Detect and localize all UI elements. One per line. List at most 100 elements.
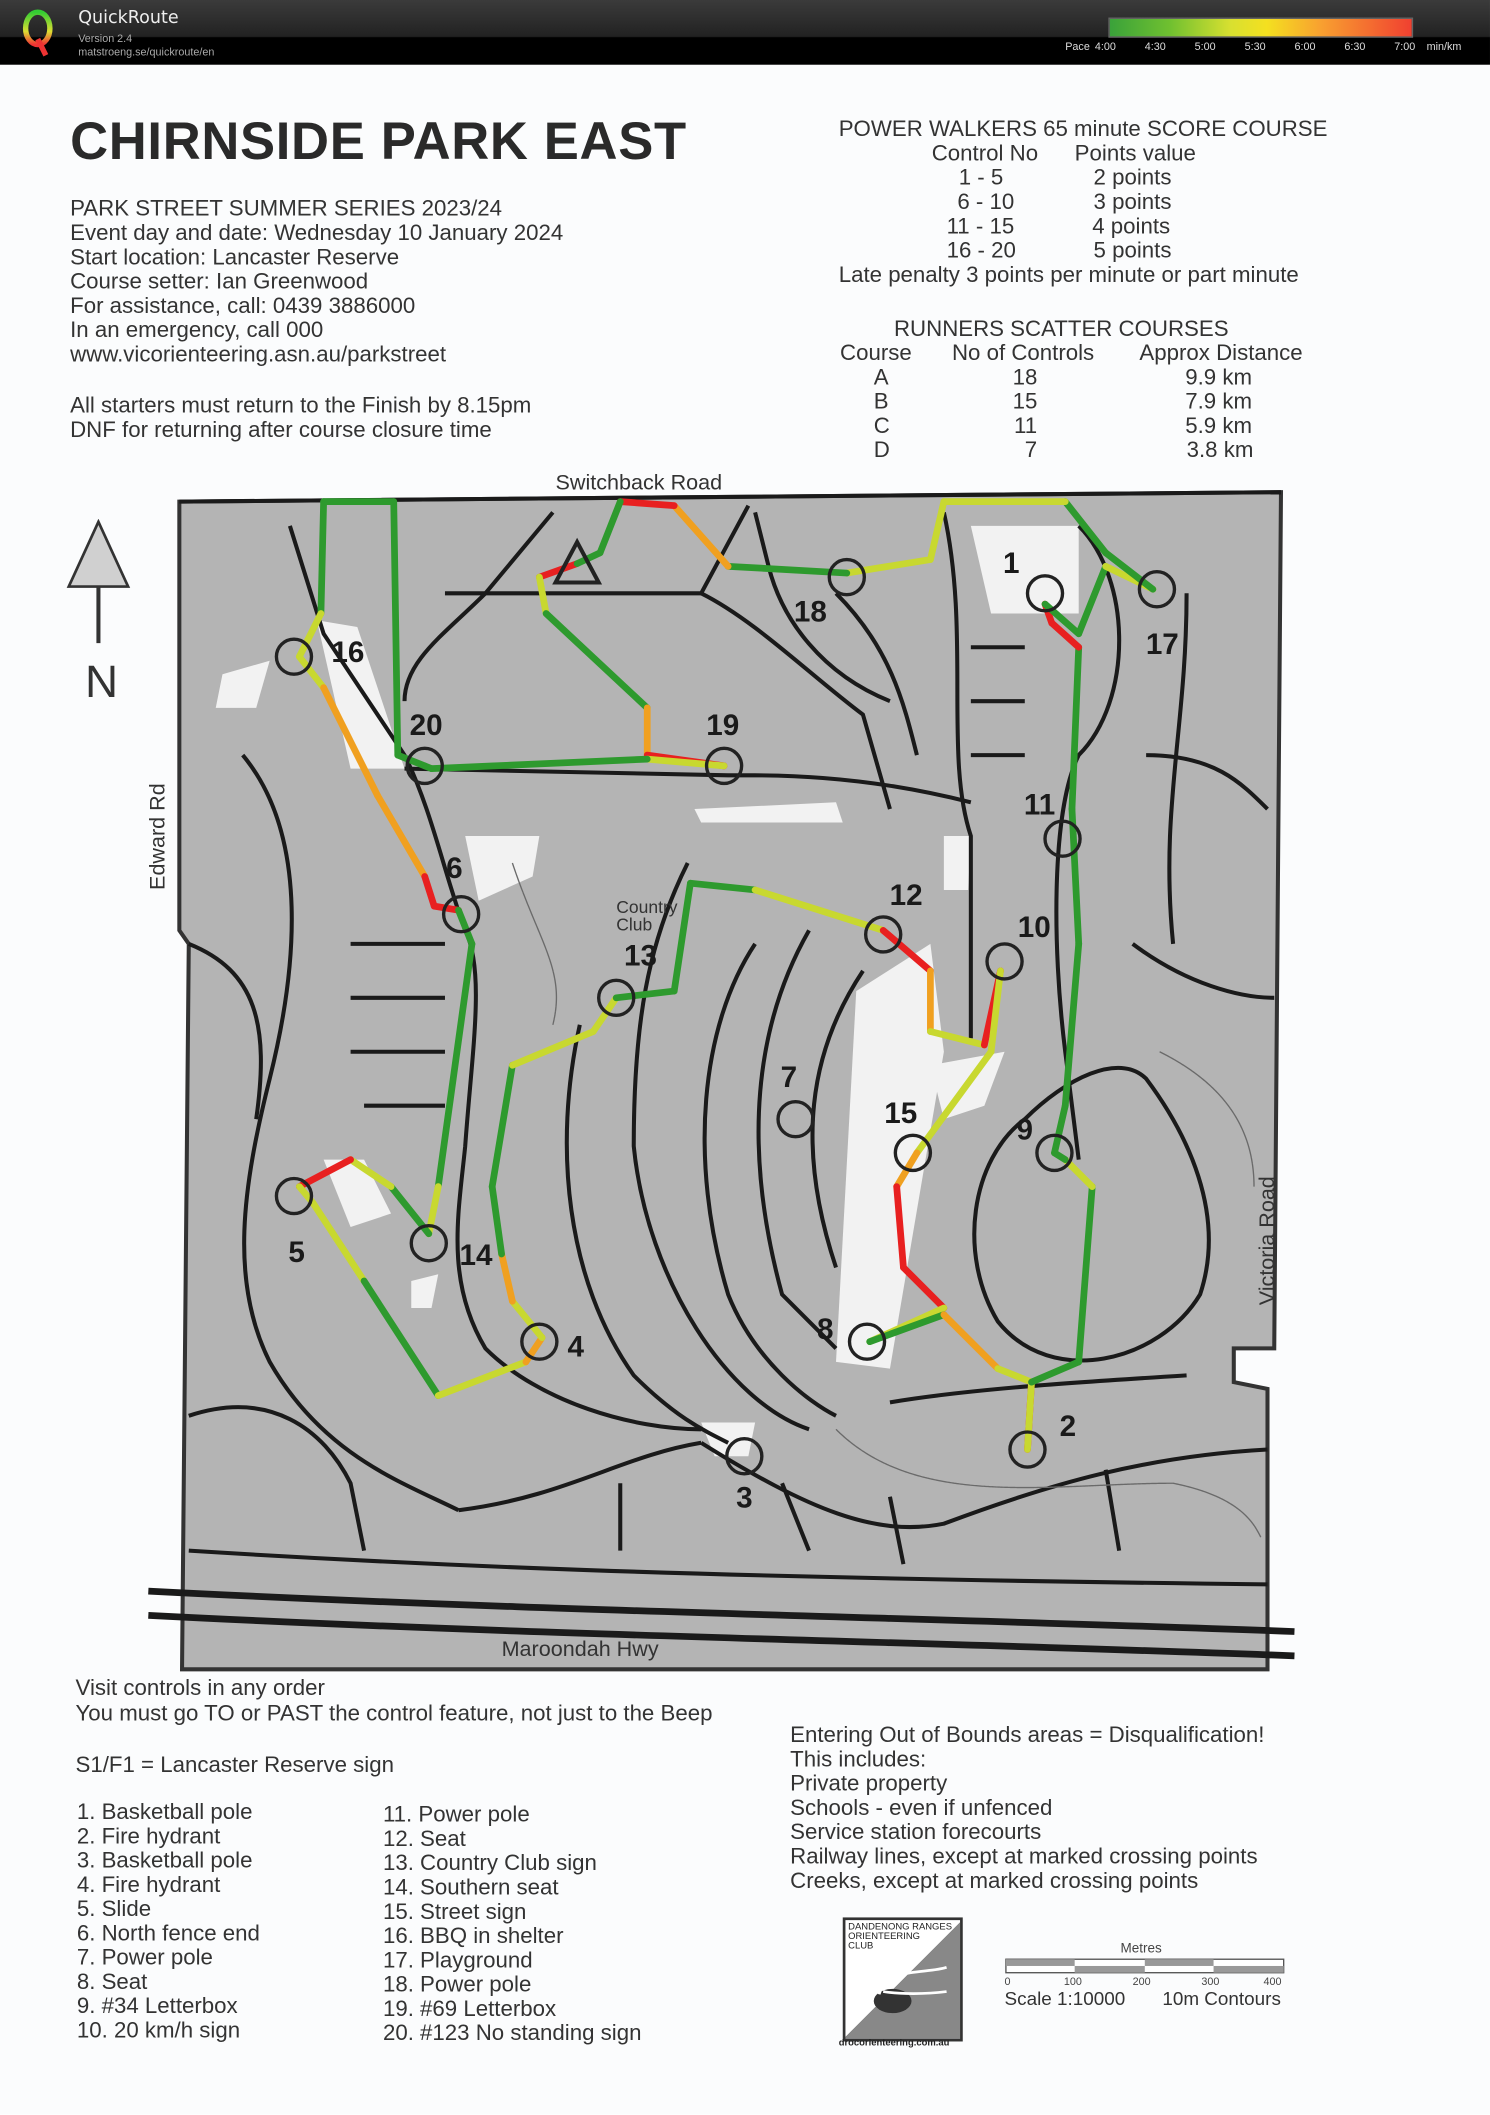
oob-title: Entering Out of Bounds areas = Disqualif… <box>790 1723 1265 1748</box>
control-circle <box>1043 819 1082 858</box>
late-penalty: Late penalty 3 points per minute or part… <box>838 262 1299 288</box>
road-label-left: Edward Rd <box>145 783 170 890</box>
control-circle <box>704 746 744 786</box>
control-circle <box>1025 574 1065 613</box>
control-circle <box>893 1133 933 1173</box>
score-cell: 2 points <box>1093 165 1172 191</box>
score-header: Points value <box>1074 141 1196 166</box>
route-segment <box>488 1061 516 1190</box>
control-number: 20 <box>410 709 443 742</box>
control-circle <box>725 1437 764 1476</box>
control-circle <box>847 1322 887 1361</box>
pace-unit: min/km <box>1426 40 1462 53</box>
route-segment <box>535 573 550 617</box>
route-segment <box>295 610 325 661</box>
control-number: 17 <box>1146 628 1179 661</box>
control-number: 14 <box>459 1239 492 1272</box>
gps-route <box>295 498 1157 1453</box>
control-description: 4. Fire hydrant <box>76 1872 221 1898</box>
route-segment <box>1061 940 1083 1110</box>
route-segment <box>317 498 327 617</box>
map-title: CHIRNSIDE PARK EAST <box>70 113 687 172</box>
route-segment <box>879 927 934 975</box>
pace-tick: 5:30 <box>1244 40 1266 53</box>
pace-tick: 4:30 <box>1144 40 1166 53</box>
control-description: 14. Southern seat <box>382 1875 559 1900</box>
route-segment <box>987 967 1004 1056</box>
control-number: 13 <box>624 939 657 972</box>
road-label-bottom: Maroondah Hwy <box>502 1636 659 1661</box>
app-url[interactable]: matstroeng.se/quickroute/en <box>78 45 215 58</box>
route-segment <box>390 498 402 759</box>
score-cell: 11 - 15 <box>946 214 1015 239</box>
scatter-cell: A <box>873 365 889 390</box>
route-segment <box>1028 1358 1083 1386</box>
scale-tick: 200 <box>1132 1975 1151 1988</box>
oob-item: Railway lines, except at marked crossing… <box>790 1844 1258 1869</box>
scatter-cell: 7 <box>1024 438 1038 463</box>
route-segment <box>455 906 476 948</box>
north-arrow-icon: N <box>66 519 131 707</box>
route-segment <box>843 556 934 577</box>
route-segment <box>994 1365 1035 1386</box>
road-label-right: Victoria Road <box>1254 1176 1279 1305</box>
pace-tick: 6:00 <box>1294 40 1316 53</box>
control-number: 7 <box>781 1061 798 1094</box>
route-segment <box>509 1297 546 1341</box>
route-segment <box>1075 1183 1096 1366</box>
control-circle <box>776 1099 815 1139</box>
control-circle <box>274 637 314 676</box>
north-label: N <box>85 656 118 707</box>
control-description: 2. Fire hydrant <box>76 1824 221 1849</box>
control-circle <box>985 942 1024 981</box>
scatter-header: No of Controls <box>951 341 1095 366</box>
route-segment <box>1051 1102 1069 1157</box>
quickroute-toolbar: QuickRoute Version 2.4 matstroeng.se/qui… <box>0 0 1490 65</box>
instruction-line: Visit controls in any order <box>75 1676 325 1701</box>
pace-tick: 7:00 <box>1394 40 1416 53</box>
route-segment <box>589 994 620 1035</box>
route-segment <box>913 1048 995 1157</box>
route-segment <box>1068 805 1083 948</box>
route-segment <box>1102 549 1157 593</box>
control-description: 1. Basketball pole <box>76 1800 253 1825</box>
route-segment <box>522 1334 546 1366</box>
route-segment <box>498 1250 516 1305</box>
control-number: 19 <box>706 709 739 742</box>
control-circle <box>409 1224 449 1263</box>
route-segment <box>1061 498 1110 557</box>
scatter-cell: 18 <box>1012 365 1038 390</box>
control-number: 18 <box>794 596 827 629</box>
oob-item: Private property <box>790 1771 948 1797</box>
score-course-title: POWER WALKERS 65 minute SCORE COURSE <box>838 117 1328 142</box>
score-cell: 3 points <box>1093 190 1172 215</box>
control-number: 9 <box>1017 1113 1033 1146</box>
route-segment <box>940 1311 1002 1372</box>
route-segment <box>309 1199 368 1285</box>
route-segment <box>1068 643 1083 813</box>
route-segment <box>596 498 624 557</box>
start-finish-note: S1/F1 = Lancaster Reserve sign <box>75 1752 394 1778</box>
control-description: 8. Seat <box>76 1970 148 1995</box>
feature-label: Club <box>616 914 652 934</box>
score-cell: 4 points <box>1092 214 1171 239</box>
score-header: Control No <box>931 141 1039 166</box>
quickroute-logo-icon <box>22 9 53 57</box>
route-segment <box>374 792 429 880</box>
road-label-top: Switchback Road <box>556 469 723 494</box>
route-segment <box>927 498 948 563</box>
route-segment <box>751 886 887 934</box>
route-segment <box>724 562 851 577</box>
control-description: 13. Country Club sign <box>382 1851 597 1876</box>
control-description: 20. #123 No standing sign <box>382 2021 642 2046</box>
club-url: drocorienteering.com.au <box>838 2038 950 2049</box>
scatter-cell: 3.8 km <box>1186 438 1254 463</box>
route-segment <box>428 755 651 772</box>
score-cell: 6 - 10 <box>957 190 1015 215</box>
finish-notice: All starters must return to the Finish b… <box>70 393 532 419</box>
control-number: 8 <box>817 1313 834 1346</box>
scatter-cell: 7.9 km <box>1185 389 1253 414</box>
scatter-cell: D <box>873 438 890 463</box>
control-circle <box>1137 570 1177 609</box>
